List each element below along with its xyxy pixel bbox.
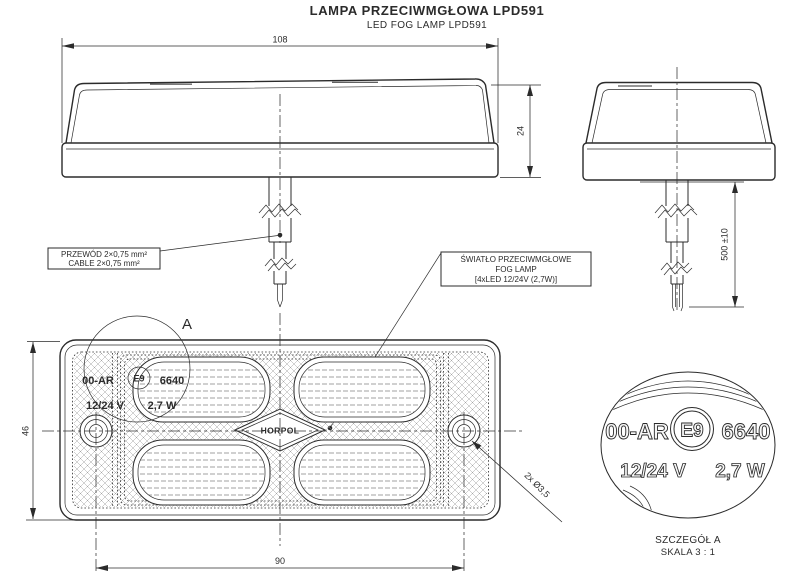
front-markings: 00-AR E9 6640 12/24 V 2,7 W	[82, 366, 184, 412]
front-e-mark-text: E9	[133, 374, 144, 384]
drawing-title: LAMPA PRZECIWMGŁOWA LPD591	[310, 3, 545, 18]
cable-label-line1: PRZEWÓD 2×0,75 mm²	[61, 250, 147, 259]
cable-label-line2: CABLE 2×0,75 mm²	[68, 259, 140, 268]
front-view: HORPOL 00-AR E9 6640 12/24 V 2,7 W A	[21, 313, 563, 574]
hole-diameter-label: 2x Ø3,5	[522, 470, 551, 499]
side-height-dim-label: 24	[516, 126, 526, 136]
end-view: 500 ±10	[582, 67, 776, 313]
detail-caption-title: SZCZEGÓŁ A	[655, 533, 721, 546]
fog-label-line2: FOG LAMP	[495, 265, 536, 274]
detail-approval-prefix-text: 00-AR	[605, 419, 669, 444]
front-approval-number-text: 6640	[160, 375, 184, 387]
front-approval-prefix-text: 00-AR	[82, 375, 114, 387]
lens-oval-bottom-right	[293, 439, 431, 506]
detail-caption-scale: SKALA 3 : 1	[661, 547, 716, 558]
detail-power-text: 2,7 W	[715, 461, 765, 482]
fog-label-box	[440, 251, 592, 287]
detail-e-mark-text: E9	[680, 421, 703, 442]
side-view: 108	[61, 35, 499, 308]
detail-ref-label: A	[182, 316, 192, 333]
detail-reference-circle	[83, 315, 191, 423]
hole-spacing-dim-label: 90	[275, 556, 285, 566]
lens-oval-top-right	[293, 356, 431, 423]
overall-width-dim-label: 108	[272, 35, 287, 45]
fog-lamp-label: ŚWIATŁO PRZECIWMGŁOWE FOG LAMP [4xLED 12…	[327, 251, 592, 431]
cable-label-box	[47, 247, 161, 270]
front-power-text: 2,7 W	[148, 400, 177, 412]
detail-view: E9 00-AR 6640 12/24 V 2,7 W SZCZEGÓŁ A S…	[600, 371, 776, 558]
lens-oval-top-left	[132, 356, 271, 423]
fog-label-line1: ŚWIATŁO PRZECIWMGŁOWE	[461, 255, 572, 264]
cable-label: PRZEWÓD 2×0,75 mm² CABLE 2×0,75 mm²	[47, 235, 279, 270]
detail-approval-number-text: 6640	[722, 419, 771, 444]
side-height-dimension: 24	[491, 84, 541, 178]
cable-leader-dot	[277, 232, 283, 238]
drawing-subtitle: LED FOG LAMP LPD591	[367, 20, 487, 31]
front-height-dim-label: 46	[21, 426, 31, 436]
brand-text: HORPOL	[261, 426, 300, 436]
lens-oval-bottom-left	[132, 439, 271, 506]
cable-length-dim-label: 500 ±10	[720, 228, 730, 260]
detail-voltage-text: 12/24 V	[620, 461, 686, 482]
title-block: LAMPA PRZECIWMGŁOWA LPD591 LED FOG LAMP …	[310, 3, 545, 31]
fog-label-line3: [4xLED 12/24V (2,7W)]	[475, 275, 557, 284]
front-voltage-text: 12/24 V	[86, 400, 125, 412]
